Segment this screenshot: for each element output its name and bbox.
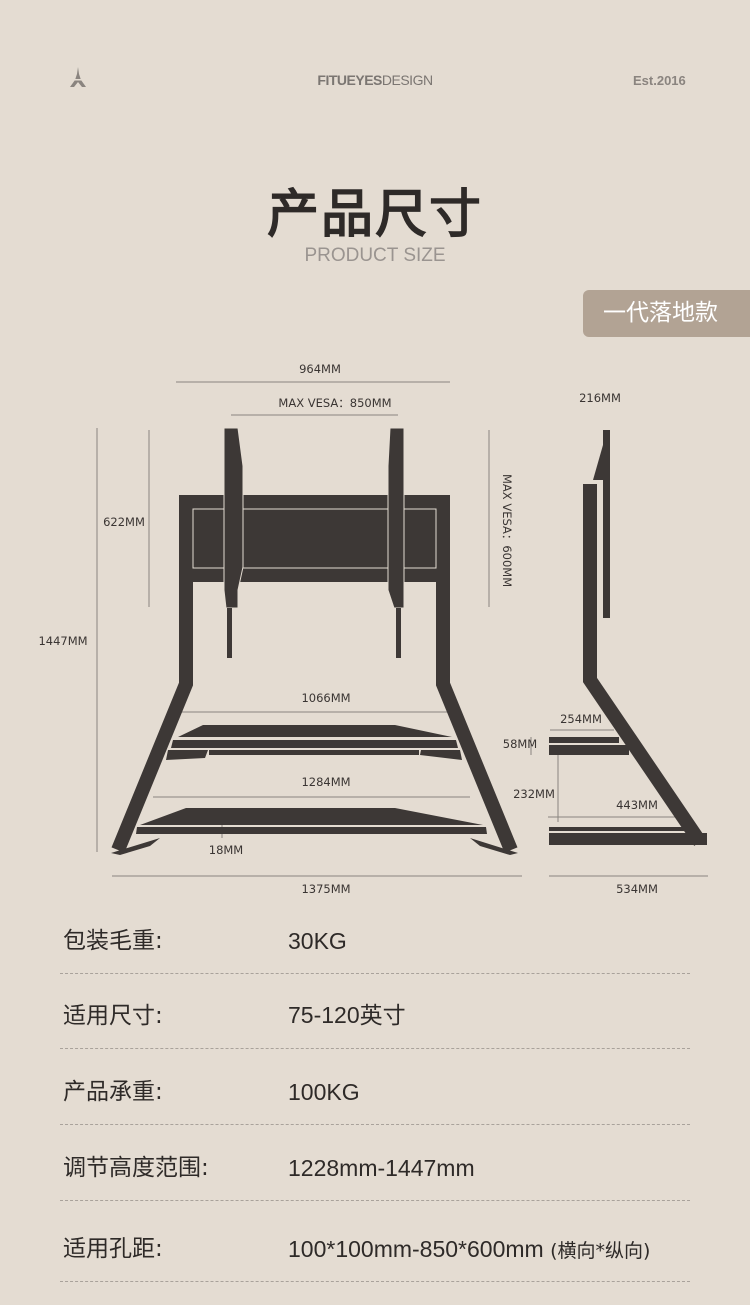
dim-max-vesa-horizontal: MAX VESA：850MM (278, 396, 391, 410)
spec-label: 包装毛重: (63, 928, 163, 954)
dim-base-depth: 534MM (616, 882, 658, 896)
spec-row-gross-weight: 包装毛重: 30KG (60, 895, 690, 974)
page-subtitle: PRODUCT SIZE (304, 245, 446, 266)
spec-value: 100*100mm-850*600mm (横向*纵向) (288, 1236, 650, 1263)
spec-row-load-capacity: 产品承重: 100KG (60, 1046, 690, 1125)
dim-lower-shelf-width: 1284MM (301, 775, 350, 789)
dim-shelf-thickness: 18MM (209, 843, 243, 857)
dim-shelf-gap: 232MM (513, 787, 555, 801)
spec-label: 产品承重: (63, 1079, 163, 1105)
spec-value: 75-120英寸 (288, 1002, 406, 1028)
dimension-lines (96, 381, 708, 877)
dim-shelf-height: 58MM (503, 737, 537, 751)
spec-row-height-range: 调节高度范围: 1228mm-1447mm (60, 1122, 690, 1201)
dim-upper-shelf-width: 1066MM (301, 691, 350, 705)
dim-arm-height: 622MM (103, 515, 145, 529)
dim-lower-depth: 443MM (616, 798, 658, 812)
eiffel-tower-icon (70, 67, 86, 87)
spec-label: 适用尺寸: (63, 1003, 163, 1029)
spec-value-note: (横向*纵向) (550, 1240, 651, 1262)
page-title: 产品尺寸 (266, 185, 483, 245)
side-view (549, 430, 707, 846)
brand-logo: FITUEYESDESIGN (317, 72, 433, 88)
spec-value: 1228mm-1447mm (288, 1155, 475, 1181)
dim-max-vesa-vertical: MAX VESA：600MM (500, 474, 514, 587)
dim-shelf-depth: 254MM (560, 712, 602, 726)
spec-value-text: 100*100mm-850*600mm (288, 1236, 544, 1262)
spec-row-screen-size: 适用尺寸: 75-120英寸 (60, 970, 690, 1049)
dim-base-width: 1375MM (301, 882, 350, 896)
dim-total-height: 1447MM (38, 634, 87, 648)
model-badge: 一代落地款 (583, 290, 750, 337)
spec-value: 100KG (288, 1079, 360, 1105)
dim-overall-width: 964MM (299, 362, 341, 376)
dim-top-depth: 216MM (579, 391, 621, 405)
dimension-diagram: 964MM MAX VESA：850MM 622MM 1447MM MAX VE… (38, 362, 708, 896)
established-year: Est.2016 (633, 73, 686, 88)
spec-row-vesa-pattern: 适用孔距: 100*100mm-850*600mm (横向*纵向) (60, 1203, 690, 1282)
spec-value: 30KG (288, 928, 347, 954)
spec-label: 适用孔距: (63, 1236, 163, 1262)
front-view (111, 427, 518, 855)
spec-label: 调节高度范围: (63, 1155, 209, 1181)
